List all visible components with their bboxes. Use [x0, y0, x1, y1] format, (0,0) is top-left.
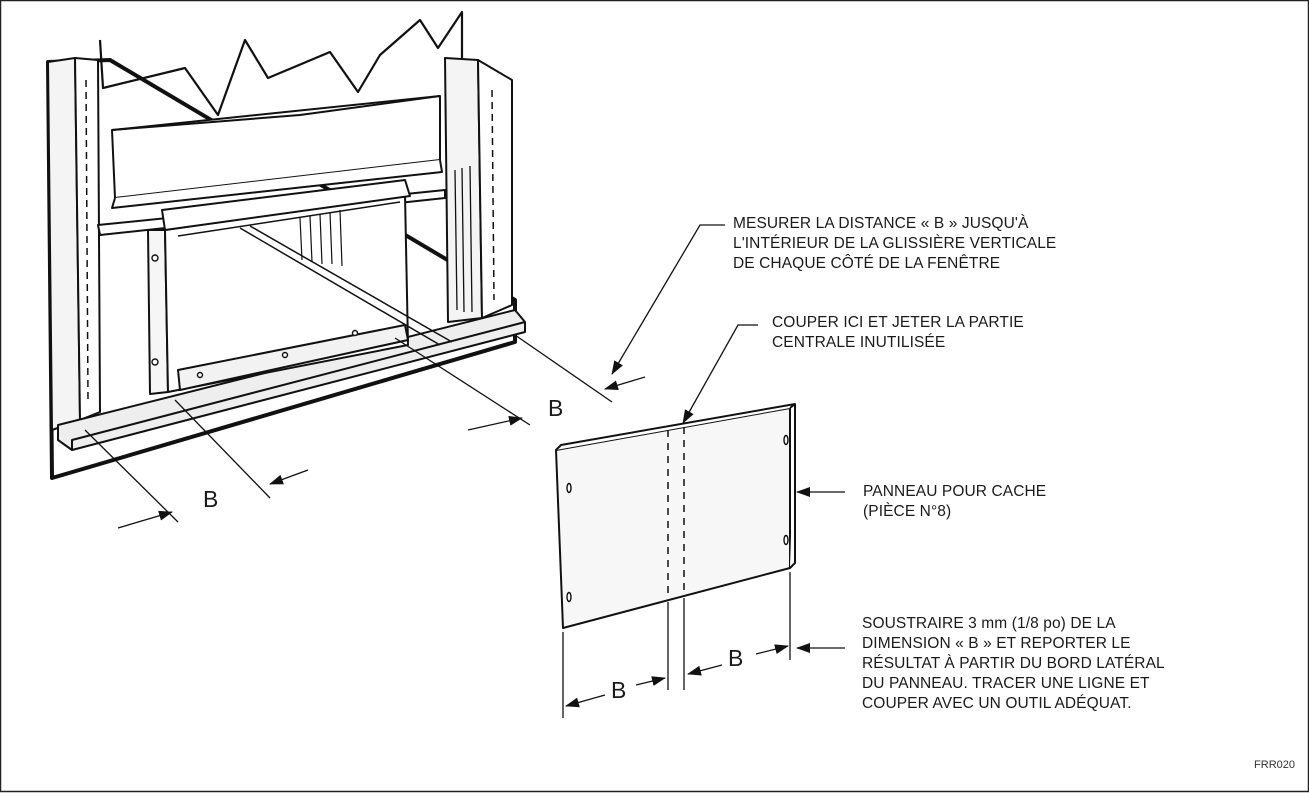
- dimension-label-b: B: [728, 645, 744, 671]
- callout-line: L'INTÉRIEUR DE LA GLISSIÈRE VERTICALE: [733, 235, 1057, 252]
- panel-dimension-lines: [562, 572, 791, 718]
- window-assembly: [46, 10, 526, 480]
- callout-line: MESURER LA DISTANCE « B » JUSQU'À: [733, 215, 1029, 232]
- callout-line: COUPER ICI ET JETER LA PARTIE: [772, 314, 1024, 331]
- callout-line: COUPER AVEC UN OUTIL ADÉQUAT.: [862, 695, 1132, 712]
- callout-line: DE CHAQUE CÔTÉ DE LA FENÊTRE: [733, 255, 1001, 272]
- callout-line: CENTRALE INUTILISÉE: [772, 334, 946, 351]
- window-dimension-lines: [84, 334, 646, 529]
- callout-line: (PIÈCE N°8): [863, 503, 952, 520]
- dimension-label-b: B: [548, 395, 564, 421]
- figure-code: FRR020: [1254, 759, 1295, 771]
- curtain-panel: [555, 403, 796, 629]
- callout-cut: COUPER ICI ET JETER LA PARTIE CENTRALE I…: [772, 313, 1024, 353]
- callout-measure: MESURER LA DISTANCE « B » JUSQU'À L'INTÉ…: [733, 214, 1056, 274]
- callout-line: PANNEAU POUR CACHE: [863, 483, 1047, 500]
- dimension-label-b: B: [203, 486, 219, 512]
- callout-panel: PANNEAU POUR CACHE (PIÈCE N°8): [863, 482, 1046, 522]
- callout-line: SOUSTRAIRE 3 mm (1/8 po) DE LA: [862, 615, 1116, 632]
- callout-leaders: [611, 224, 845, 653]
- callout-subtract: SOUSTRAIRE 3 mm (1/8 po) DE LA DIMENSION…: [862, 614, 1165, 714]
- dimension-label-b: B: [611, 677, 627, 703]
- wall-break-line: [98, 10, 464, 117]
- callout-line: DU PANNEAU. TRACER UNE LIGNE ET: [862, 675, 1150, 692]
- callout-line: DIMENSION « B » ET REPORTER LE: [862, 635, 1131, 652]
- callout-line: RÉSULTAT À PARTIR DU BORD LATÉRAL: [862, 655, 1165, 672]
